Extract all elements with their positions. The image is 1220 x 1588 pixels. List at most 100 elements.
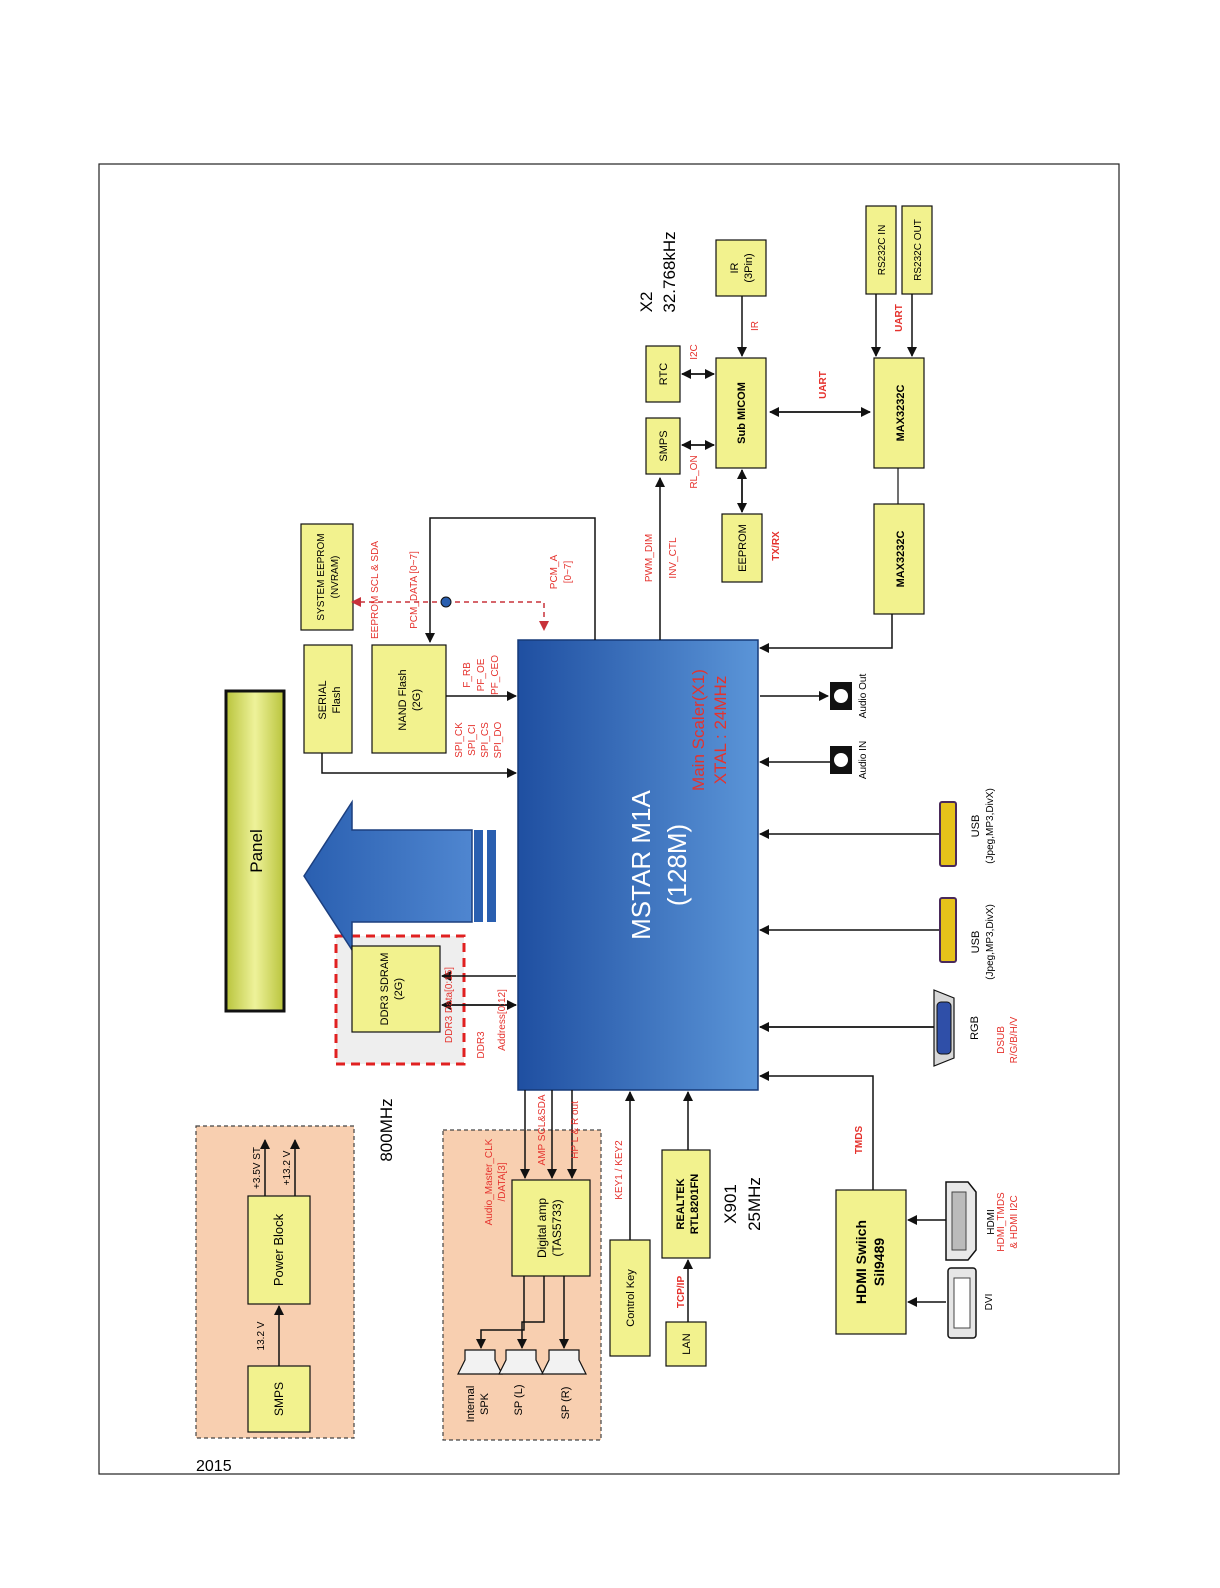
digital-amp-label: Digital amp <box>535 1198 549 1258</box>
ir-receiver-label: IR <box>729 262 741 273</box>
rtc-block <box>645 345 681 403</box>
audio-in-label: Audio IN <box>858 741 869 779</box>
speaker-icon <box>457 1349 503 1375</box>
lan-block <box>665 1321 707 1367</box>
max3232-top-label: MAX3232C <box>895 385 907 442</box>
rs232-in-label: RS232C IN <box>877 225 888 276</box>
pcm-a-line <box>446 601 549 631</box>
amp-i2c-label: AMP SCL&SDA <box>537 1094 548 1165</box>
speaker-left-label: SP (L) <box>513 1385 525 1416</box>
system-eeprom-label: SYSTEM EEPROM <box>316 533 327 620</box>
usb1-label: USB <box>970 931 982 954</box>
page-year: 2015 <box>196 1458 232 1475</box>
bus-junction <box>440 596 452 608</box>
realtek-block <box>661 1149 711 1259</box>
ddr-freq-label: 800MHz <box>377 1098 396 1161</box>
uart-top-label: UART <box>894 304 905 332</box>
main-chip-name: MSTAR M1A <box>626 789 656 939</box>
ddr-addr-label: DDR3 <box>476 1031 487 1059</box>
usb1-port-icon <box>939 897 957 963</box>
lan-label: LAN <box>681 1333 693 1354</box>
dvi-label: DVI <box>984 1294 995 1311</box>
rs232-in-block <box>865 205 897 295</box>
tcpip-label: TCP/IP <box>676 1276 687 1309</box>
speaker-line <box>517 1276 545 1349</box>
v35-label: +3.5V ST <box>252 1147 263 1189</box>
sub-micom-label: Sub MICOM <box>736 382 748 444</box>
audio-in-jack-icon <box>834 753 848 767</box>
eeprom-sub-block <box>721 513 763 583</box>
smps-sub-label: SMPS <box>658 430 670 461</box>
power-block-label: Power Block <box>271 1213 286 1286</box>
usb2-label: USB <box>970 815 982 838</box>
hdmi-switch-block <box>835 1189 907 1335</box>
main-chip-memory: (128M) <box>662 824 692 906</box>
spi-line <box>321 753 517 778</box>
rs232-out-label: RS232C OUT <box>913 219 924 281</box>
tmds-label: TMDS <box>854 1126 865 1155</box>
system-eeprom-label: (NVRAM) <box>330 556 341 599</box>
control-key-label: Control Key <box>625 1269 637 1327</box>
hdmi-switch-label: HDMI Swiich <box>853 1220 869 1304</box>
ddr3-label: (2G) <box>393 978 405 1000</box>
x901-label: 25MHz <box>745 1177 764 1231</box>
txrx-label: TX/RX <box>771 531 782 561</box>
pcm-a-label: [0~7] <box>563 561 574 584</box>
nand-flash-block <box>371 644 447 754</box>
audio-clk-label: Audio_Master_CLK <box>484 1138 495 1225</box>
speaker-icon <box>541 1349 587 1375</box>
panel-arrow-bar <box>474 830 483 922</box>
sub-micom-block <box>715 357 767 469</box>
hdmi-label: HDMI <box>986 1209 997 1235</box>
nand-ctrl-label: PF_CEO <box>490 655 501 695</box>
realtek-label: REALTEK <box>675 1178 687 1229</box>
inv-ctl-label: INV_CTL <box>668 537 679 579</box>
nand-ctrl-label: F_RB <box>462 662 473 688</box>
eeprom-bus-label: EEPROM SCL & SDA <box>370 541 381 639</box>
smps-power-label: SMPS <box>272 1382 286 1416</box>
speaker-line <box>476 1276 525 1349</box>
max3232-top-block <box>873 357 925 469</box>
nand-flash-label: (2G) <box>411 689 423 711</box>
x2-label: X2 <box>637 292 656 313</box>
ir-receiver-label: (3Pin) <box>743 253 755 282</box>
spi-label: SPI_CS <box>480 722 491 758</box>
audio-clk-label: /DATA[3] <box>497 1162 508 1201</box>
digital-amp-label: (TAS5733) <box>550 1199 564 1256</box>
ddr3-label: DDR3 SDRAM <box>379 953 391 1026</box>
nand-ctrl-label: PF_OE <box>476 658 487 691</box>
diagram-frame <box>98 163 1120 1475</box>
smps-sub-block <box>645 417 681 475</box>
usb2-detail: (Jpeg,MP3,DivX) <box>985 788 996 864</box>
ddr-addr-label: Address[0:12] <box>497 989 508 1051</box>
speaker-right-label: SP (R) <box>560 1387 572 1420</box>
dvi-port-icon <box>953 1277 971 1329</box>
serial-flash-label: SERIAL <box>317 680 329 719</box>
system-eeprom-block <box>300 523 354 631</box>
i2c-label: I2C <box>689 344 700 360</box>
main-chip <box>517 639 759 1091</box>
serial-flash-label: Flash <box>331 687 343 714</box>
rgb-label: RGB <box>969 1016 981 1040</box>
max3232-bottom-label: MAX3232C <box>895 531 907 588</box>
panel-block <box>224 689 286 1013</box>
main-chip-role: Main Scaler(X1) <box>689 669 708 791</box>
pcm-a-label: PCM_A <box>549 554 560 589</box>
panel-arrow <box>303 799 473 953</box>
power-block <box>247 1195 311 1305</box>
spi-label: SPI_DO <box>493 721 504 758</box>
control-key-block <box>609 1239 651 1357</box>
max3232-chip-line <box>759 614 893 653</box>
audio-out-jack-icon <box>834 689 848 703</box>
serial-flash-block <box>303 644 353 754</box>
hdmi-signal-label: & HDMI I2C <box>1009 1195 1020 1248</box>
spi-label: SPI_CK <box>454 722 465 758</box>
eeprom-sub-label: EEPROM <box>737 524 749 572</box>
usb2-port-icon <box>939 801 957 867</box>
panel-label: Panel <box>247 829 266 872</box>
speaker-internal-label: Internal <box>465 1386 477 1423</box>
ir-signal-label: IR <box>750 321 761 331</box>
tmds-line <box>759 1071 874 1190</box>
uart-mid-label: UART <box>818 371 829 399</box>
